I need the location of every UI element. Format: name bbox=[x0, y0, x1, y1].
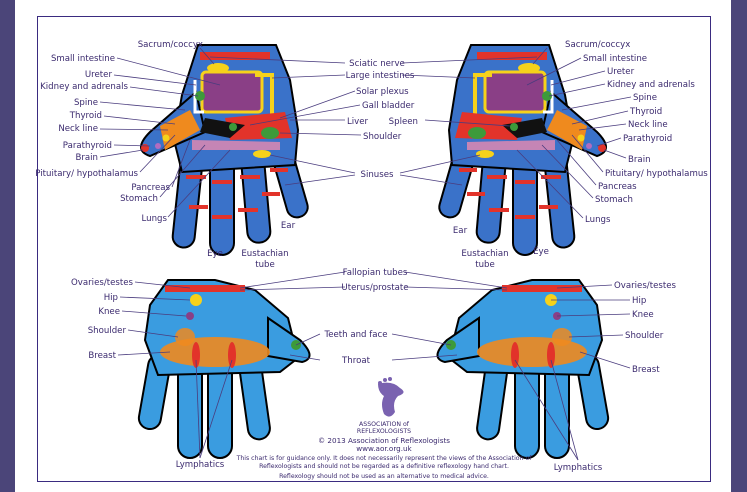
label-liver: Liver bbox=[347, 117, 369, 127]
label-spine: Spine bbox=[74, 98, 98, 108]
disclaimer-line-1: This chart is for guidance only. It does… bbox=[236, 455, 533, 462]
label-eye: Eye bbox=[207, 249, 223, 259]
disclaimer-line-2: Reflexologists and should not be regarde… bbox=[259, 463, 509, 470]
logo-line-2: REFLEXOLOGISTS bbox=[357, 428, 411, 435]
label-small-intestine: Small intestine bbox=[583, 54, 647, 64]
label-pituitary: Pituitary/ hypothalamus bbox=[35, 169, 138, 179]
label-sacrum-coccyx: Sacrum/coccyx bbox=[138, 40, 203, 50]
label-ovaries-testes-left: Ovaries/testes bbox=[71, 278, 133, 288]
label-sacrum-coccyx: Sacrum/coccyx bbox=[565, 40, 630, 50]
bottom-labels: Ovaries/testes Hip Knee Shoulder Breast … bbox=[71, 268, 676, 473]
logo-line-1: ASSOCIATION of bbox=[359, 421, 410, 428]
label-breast-right: Breast bbox=[632, 365, 660, 375]
label-neck-line: Neck line bbox=[628, 120, 668, 130]
label-shoulder-right: Shoulder bbox=[625, 331, 664, 341]
label-kidney-adrenals: Kidney and adrenals bbox=[607, 80, 695, 90]
bottom-right-hand bbox=[436, 279, 611, 459]
label-parathyroid: Parathyroid bbox=[623, 134, 672, 144]
label-lymphatics-left: Lymphatics bbox=[176, 460, 225, 470]
footer: © 2013 Association of Reflexologists www… bbox=[236, 436, 533, 480]
label-lungs: Lungs bbox=[585, 215, 611, 225]
label-eye: Eye bbox=[533, 247, 549, 257]
label-knee-left: Knee bbox=[98, 307, 120, 317]
leader-lines bbox=[99, 47, 632, 461]
label-sciatic-nerve: Sciatic nerve bbox=[349, 59, 405, 69]
label-hip-right: Hip bbox=[632, 296, 646, 306]
label-pancreas: Pancreas bbox=[598, 182, 637, 192]
label-tube: tube bbox=[255, 260, 275, 270]
label-lungs: Lungs bbox=[142, 214, 168, 224]
label-neck-line: Neck line bbox=[58, 124, 98, 134]
label-pancreas: Pancreas bbox=[131, 183, 170, 193]
label-eustachian: Eustachian bbox=[461, 249, 508, 259]
label-parathyroid: Parathyroid bbox=[63, 141, 112, 151]
label-knee-right: Knee bbox=[632, 310, 654, 320]
label-sinuses: Sinuses bbox=[361, 170, 395, 180]
label-spleen: Spleen bbox=[389, 117, 418, 127]
label-kidney-adrenals: Kidney and adrenals bbox=[40, 82, 128, 92]
label-uterus-prostate: Uterus/prostate bbox=[341, 283, 408, 293]
label-shoulder-left: Shoulder bbox=[88, 326, 127, 336]
label-stomach: Stomach bbox=[120, 194, 158, 204]
label-ureter: Ureter bbox=[85, 70, 113, 80]
label-lymphatics-right: Lymphatics bbox=[554, 463, 603, 473]
label-spine: Spine bbox=[633, 93, 657, 103]
label-brain: Brain bbox=[628, 155, 651, 165]
label-fallopian-tubes: Fallopian tubes bbox=[343, 268, 408, 278]
label-eustachian: Eustachian bbox=[241, 249, 288, 259]
label-thyroid: Thyroid bbox=[69, 111, 102, 121]
bottom-left-hand bbox=[136, 279, 311, 459]
top-center-labels: Sciatic nerve Large intestines Solar ple… bbox=[346, 59, 418, 180]
label-breast-left: Breast bbox=[88, 351, 116, 361]
label-thyroid: Thyroid bbox=[629, 107, 662, 117]
label-tube: tube bbox=[475, 260, 495, 270]
label-large-intestines: Large intestines bbox=[346, 71, 415, 81]
label-ovaries-testes-right: Ovaries/testes bbox=[614, 281, 676, 291]
top-right-labels: Sacrum/coccyx Small intestine Ureter Kid… bbox=[453, 40, 708, 270]
label-brain: Brain bbox=[75, 153, 98, 163]
right-frame-band bbox=[731, 0, 747, 492]
disclaimer-line-3: Reflexology should not be used as an alt… bbox=[279, 473, 489, 480]
label-stomach: Stomach bbox=[595, 195, 633, 205]
top-right-hand bbox=[434, 43, 608, 257]
label-throat: Throat bbox=[341, 356, 371, 366]
label-hip-left: Hip bbox=[104, 293, 118, 303]
label-small-intestine: Small intestine bbox=[51, 54, 115, 64]
association-logo: ASSOCIATION of REFLEXOLOGISTS bbox=[357, 377, 411, 435]
label-solar-plexus: Solar plexus bbox=[356, 87, 409, 97]
label-pituitary: Pituitary/ hypothalamus bbox=[605, 169, 708, 179]
top-left-labels: Sacrum/coccyx Small intestine Ureter Kid… bbox=[35, 40, 295, 270]
left-frame-band bbox=[0, 0, 15, 492]
label-shoulder: Shoulder bbox=[363, 132, 402, 142]
copyright-text: © 2013 Association of Reflexologists bbox=[318, 436, 450, 445]
label-gall-bladder: Gall bladder bbox=[362, 101, 415, 111]
label-ear: Ear bbox=[453, 226, 468, 236]
label-ear: Ear bbox=[281, 221, 296, 231]
label-ureter: Ureter bbox=[607, 67, 635, 77]
website-text: www.aor.org.uk bbox=[356, 444, 412, 453]
label-teeth-face: Teeth and face bbox=[323, 330, 387, 340]
